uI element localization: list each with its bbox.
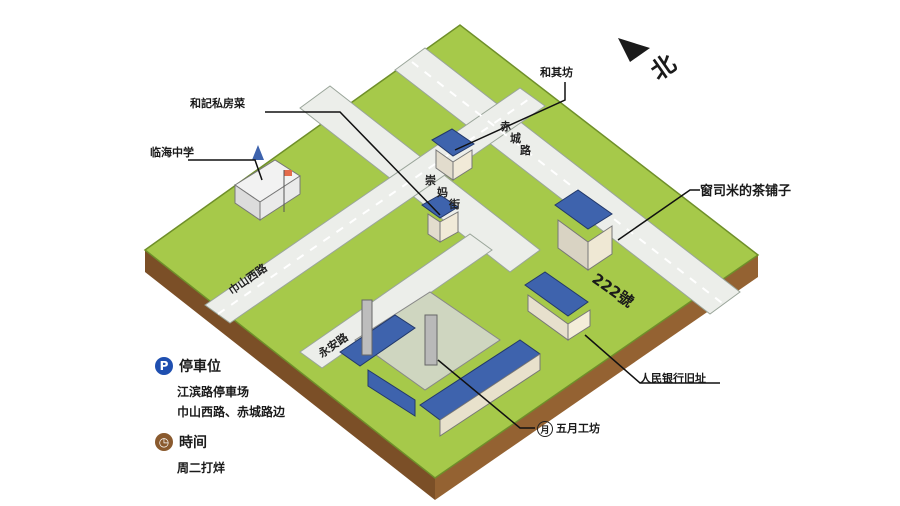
label-heqi: 和其坊: [540, 66, 573, 79]
legend-parking-line2: 巾山西路、赤城路边: [177, 405, 286, 419]
label-tea-shop: 窗司米的茶铺子: [700, 184, 792, 199]
school-building: [234, 145, 301, 221]
road-label-chicheng-1: 赤: [500, 120, 511, 133]
road-label-chongmo-1: 崇: [425, 174, 436, 187]
legend-time: ◷ 時间: [155, 432, 207, 452]
parking-icon: P: [155, 357, 173, 375]
north-arrow: [618, 38, 650, 62]
wuyue-marker: 月: [537, 421, 553, 437]
heji-house: [421, 194, 459, 243]
leader-bank: [584, 334, 720, 384]
road-label-chongmo-3: 街: [449, 198, 460, 211]
tea-shop-building: [554, 189, 613, 271]
leader-school: [188, 159, 263, 181]
leader-heji: [265, 111, 441, 216]
clock-icon: ◷: [155, 433, 173, 451]
legend-parking: P 停車位: [155, 356, 221, 376]
leader-tea: [617, 189, 700, 241]
road-label-chicheng-2: 城: [510, 132, 521, 145]
label-wuyue: 月五月工坊: [537, 420, 600, 437]
legend-parking-line1: 江滨路停車场: [177, 385, 250, 399]
road-dash-chicheng: [411, 61, 723, 304]
wuyue-compound: [339, 291, 541, 437]
legend-time-line1: 周二打烊: [177, 461, 226, 475]
label-linhai-school: 临海中学: [150, 146, 194, 159]
label-bank: 人民银行旧址: [640, 372, 706, 385]
label-heji: 和記私房菜: [190, 97, 245, 110]
heqi-house: [431, 128, 475, 181]
leader-wuyue: [437, 359, 535, 429]
wuyue-text: 五月工坊: [556, 422, 600, 435]
leader-heqi: [454, 82, 566, 151]
bank-building: [524, 271, 591, 341]
road-yongan: [299, 233, 493, 369]
legend-parking-title: 停車位: [179, 359, 221, 375]
road-label-chongmo-2: 妈: [437, 186, 448, 199]
ground-side-right: [435, 255, 758, 500]
legend-time-title: 時间: [179, 435, 207, 451]
road-label-chicheng-3: 路: [520, 144, 531, 157]
